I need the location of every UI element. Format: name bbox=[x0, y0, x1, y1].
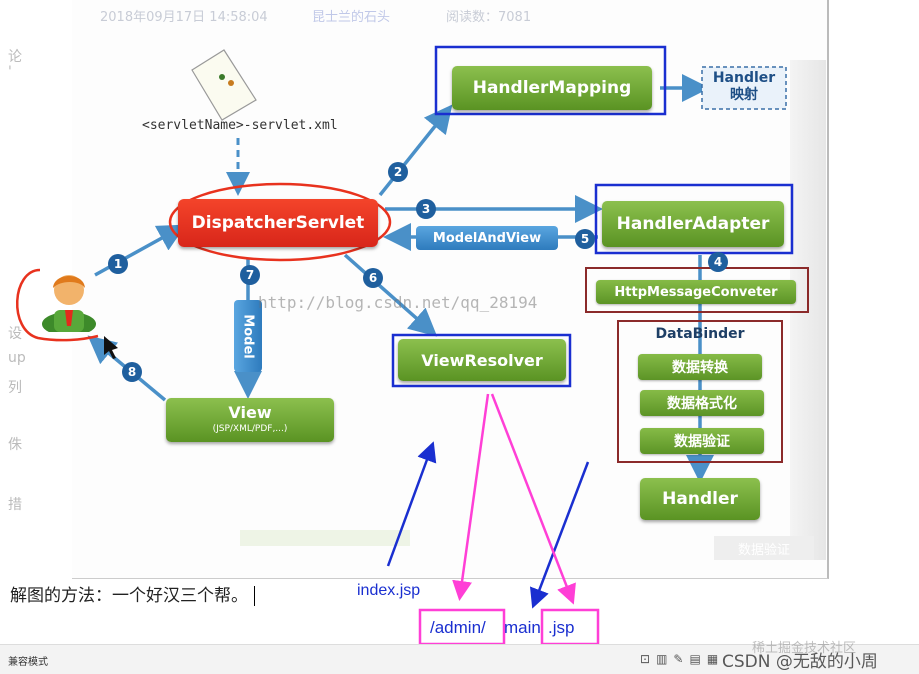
handler-mapping-box: HandlerMapping bbox=[452, 66, 652, 110]
step-1-badge: 1 bbox=[108, 254, 128, 274]
post-author: 昆士兰的石头 bbox=[312, 10, 391, 25]
handler-map-note: Handler 映射 bbox=[702, 70, 786, 104]
step-4-badge: 4 bbox=[708, 252, 728, 272]
layout-icon[interactable]: ▥ bbox=[656, 652, 668, 666]
editor-note-text[interactable]: 解图的方法：一个好汉三个帮。 bbox=[10, 581, 261, 606]
user-icon bbox=[40, 266, 98, 336]
status-icons: ⊡ ▥ ✎ ▤ ▦ bbox=[640, 652, 718, 666]
view-resolver-highlight bbox=[391, 333, 572, 388]
view-box: View (JSP/XML/PDF,...) bbox=[166, 398, 334, 442]
binder-validate-box: 数据验证 bbox=[640, 428, 764, 454]
post-date: 2018年09月17日 14:58:04 bbox=[100, 10, 268, 25]
url-watermark: http://blog.csdn.net/qq_28194 bbox=[258, 293, 538, 312]
ghost-char: ' bbox=[8, 64, 12, 80]
ghost-char: 侏 bbox=[8, 437, 22, 453]
arrow-step-6 bbox=[343, 253, 438, 337]
step-7-badge: 7 bbox=[240, 265, 260, 285]
handler-box: Handler bbox=[640, 478, 760, 520]
handler-map-note-line2: 映射 bbox=[730, 87, 758, 103]
text-caret bbox=[254, 586, 261, 606]
http-message-converter-box: HttpMessageConveter bbox=[596, 280, 796, 304]
grid-icon[interactable]: ⊡ bbox=[640, 652, 651, 666]
view-resolver-box: ViewResolver bbox=[398, 339, 566, 381]
binder-format-box: 数据格式化 bbox=[640, 390, 764, 416]
pink-arrow-right bbox=[490, 393, 576, 605]
note-text: 解图的方法：一个好汉三个帮。 bbox=[10, 586, 248, 606]
pink-arrow-left bbox=[452, 393, 490, 601]
arrow-step-1 bbox=[94, 224, 187, 277]
handler-adapter-box: HandlerAdapter bbox=[602, 201, 784, 247]
ghost-char: 措 bbox=[8, 497, 22, 513]
databinder-highlight bbox=[617, 320, 783, 463]
cursor-icon bbox=[104, 336, 118, 359]
admin-path-note: /admin/ bbox=[430, 618, 486, 637]
ghost-char: 设 bbox=[8, 326, 22, 342]
step-6-badge: 6 bbox=[363, 268, 383, 288]
faded-box: 数据验证 bbox=[714, 536, 814, 560]
pen-icon[interactable]: ✎ bbox=[673, 652, 684, 666]
post-views: 阅读数：7081 bbox=[446, 10, 532, 25]
step-5-badge: 5 bbox=[575, 229, 595, 249]
view-subtitle: (JSP/XML/PDF,...) bbox=[212, 424, 288, 434]
databinder-title: DataBinder bbox=[655, 326, 745, 342]
handler-map-note-box bbox=[701, 66, 787, 110]
hand-arrow-down bbox=[529, 461, 590, 609]
status-bar: 兼容模式 ⊡ ▥ ✎ ▤ ▦ 稀土掘金技术社区 CSDN @无敌的小周 bbox=[0, 641, 919, 674]
page-icon[interactable]: ▦ bbox=[706, 652, 719, 666]
faded-bar bbox=[240, 530, 410, 546]
model-and-view-box: ModelAndView bbox=[416, 226, 558, 250]
step-3-badge: 3 bbox=[416, 199, 436, 219]
xml-config-label: <servletName>-servlet.xml bbox=[142, 118, 338, 133]
doc-icon[interactable]: ▤ bbox=[689, 652, 701, 666]
handler-mapping-highlight bbox=[434, 45, 667, 116]
ghost-char: 列 bbox=[8, 380, 22, 396]
model-box: Model bbox=[234, 300, 262, 372]
dispatcher-highlight-ellipse bbox=[168, 182, 392, 262]
jsp-ext-note: .jsp bbox=[548, 618, 575, 637]
view-title: View bbox=[228, 403, 272, 422]
user-highlight-curve bbox=[15, 268, 99, 342]
main-path-note: main bbox=[504, 618, 541, 637]
handler-map-note-line1: Handler bbox=[712, 70, 776, 86]
binder-convert-box: 数据转换 bbox=[638, 354, 762, 380]
hand-arrow-up bbox=[386, 441, 437, 567]
step-8-badge: 8 bbox=[122, 362, 142, 382]
xml-document-icon bbox=[191, 49, 257, 121]
ghost-char: 论 bbox=[8, 49, 22, 65]
csdn-watermark: CSDN @无敌的小周 bbox=[722, 652, 878, 672]
faint-watermark: 稀土掘金技术社区 bbox=[752, 641, 857, 656]
arrow-step-2 bbox=[378, 104, 453, 197]
step-2-badge: 2 bbox=[388, 162, 408, 182]
compat-mode-label: 兼容模式 bbox=[8, 657, 48, 668]
index-jsp-note: index.jsp bbox=[357, 582, 421, 599]
converter-highlight bbox=[585, 267, 809, 313]
handler-adapter-highlight bbox=[594, 183, 794, 255]
ghost-char: up bbox=[8, 350, 26, 366]
model-label: Model bbox=[240, 313, 256, 359]
dispatcher-servlet-box: DispatcherServlet bbox=[178, 199, 378, 247]
